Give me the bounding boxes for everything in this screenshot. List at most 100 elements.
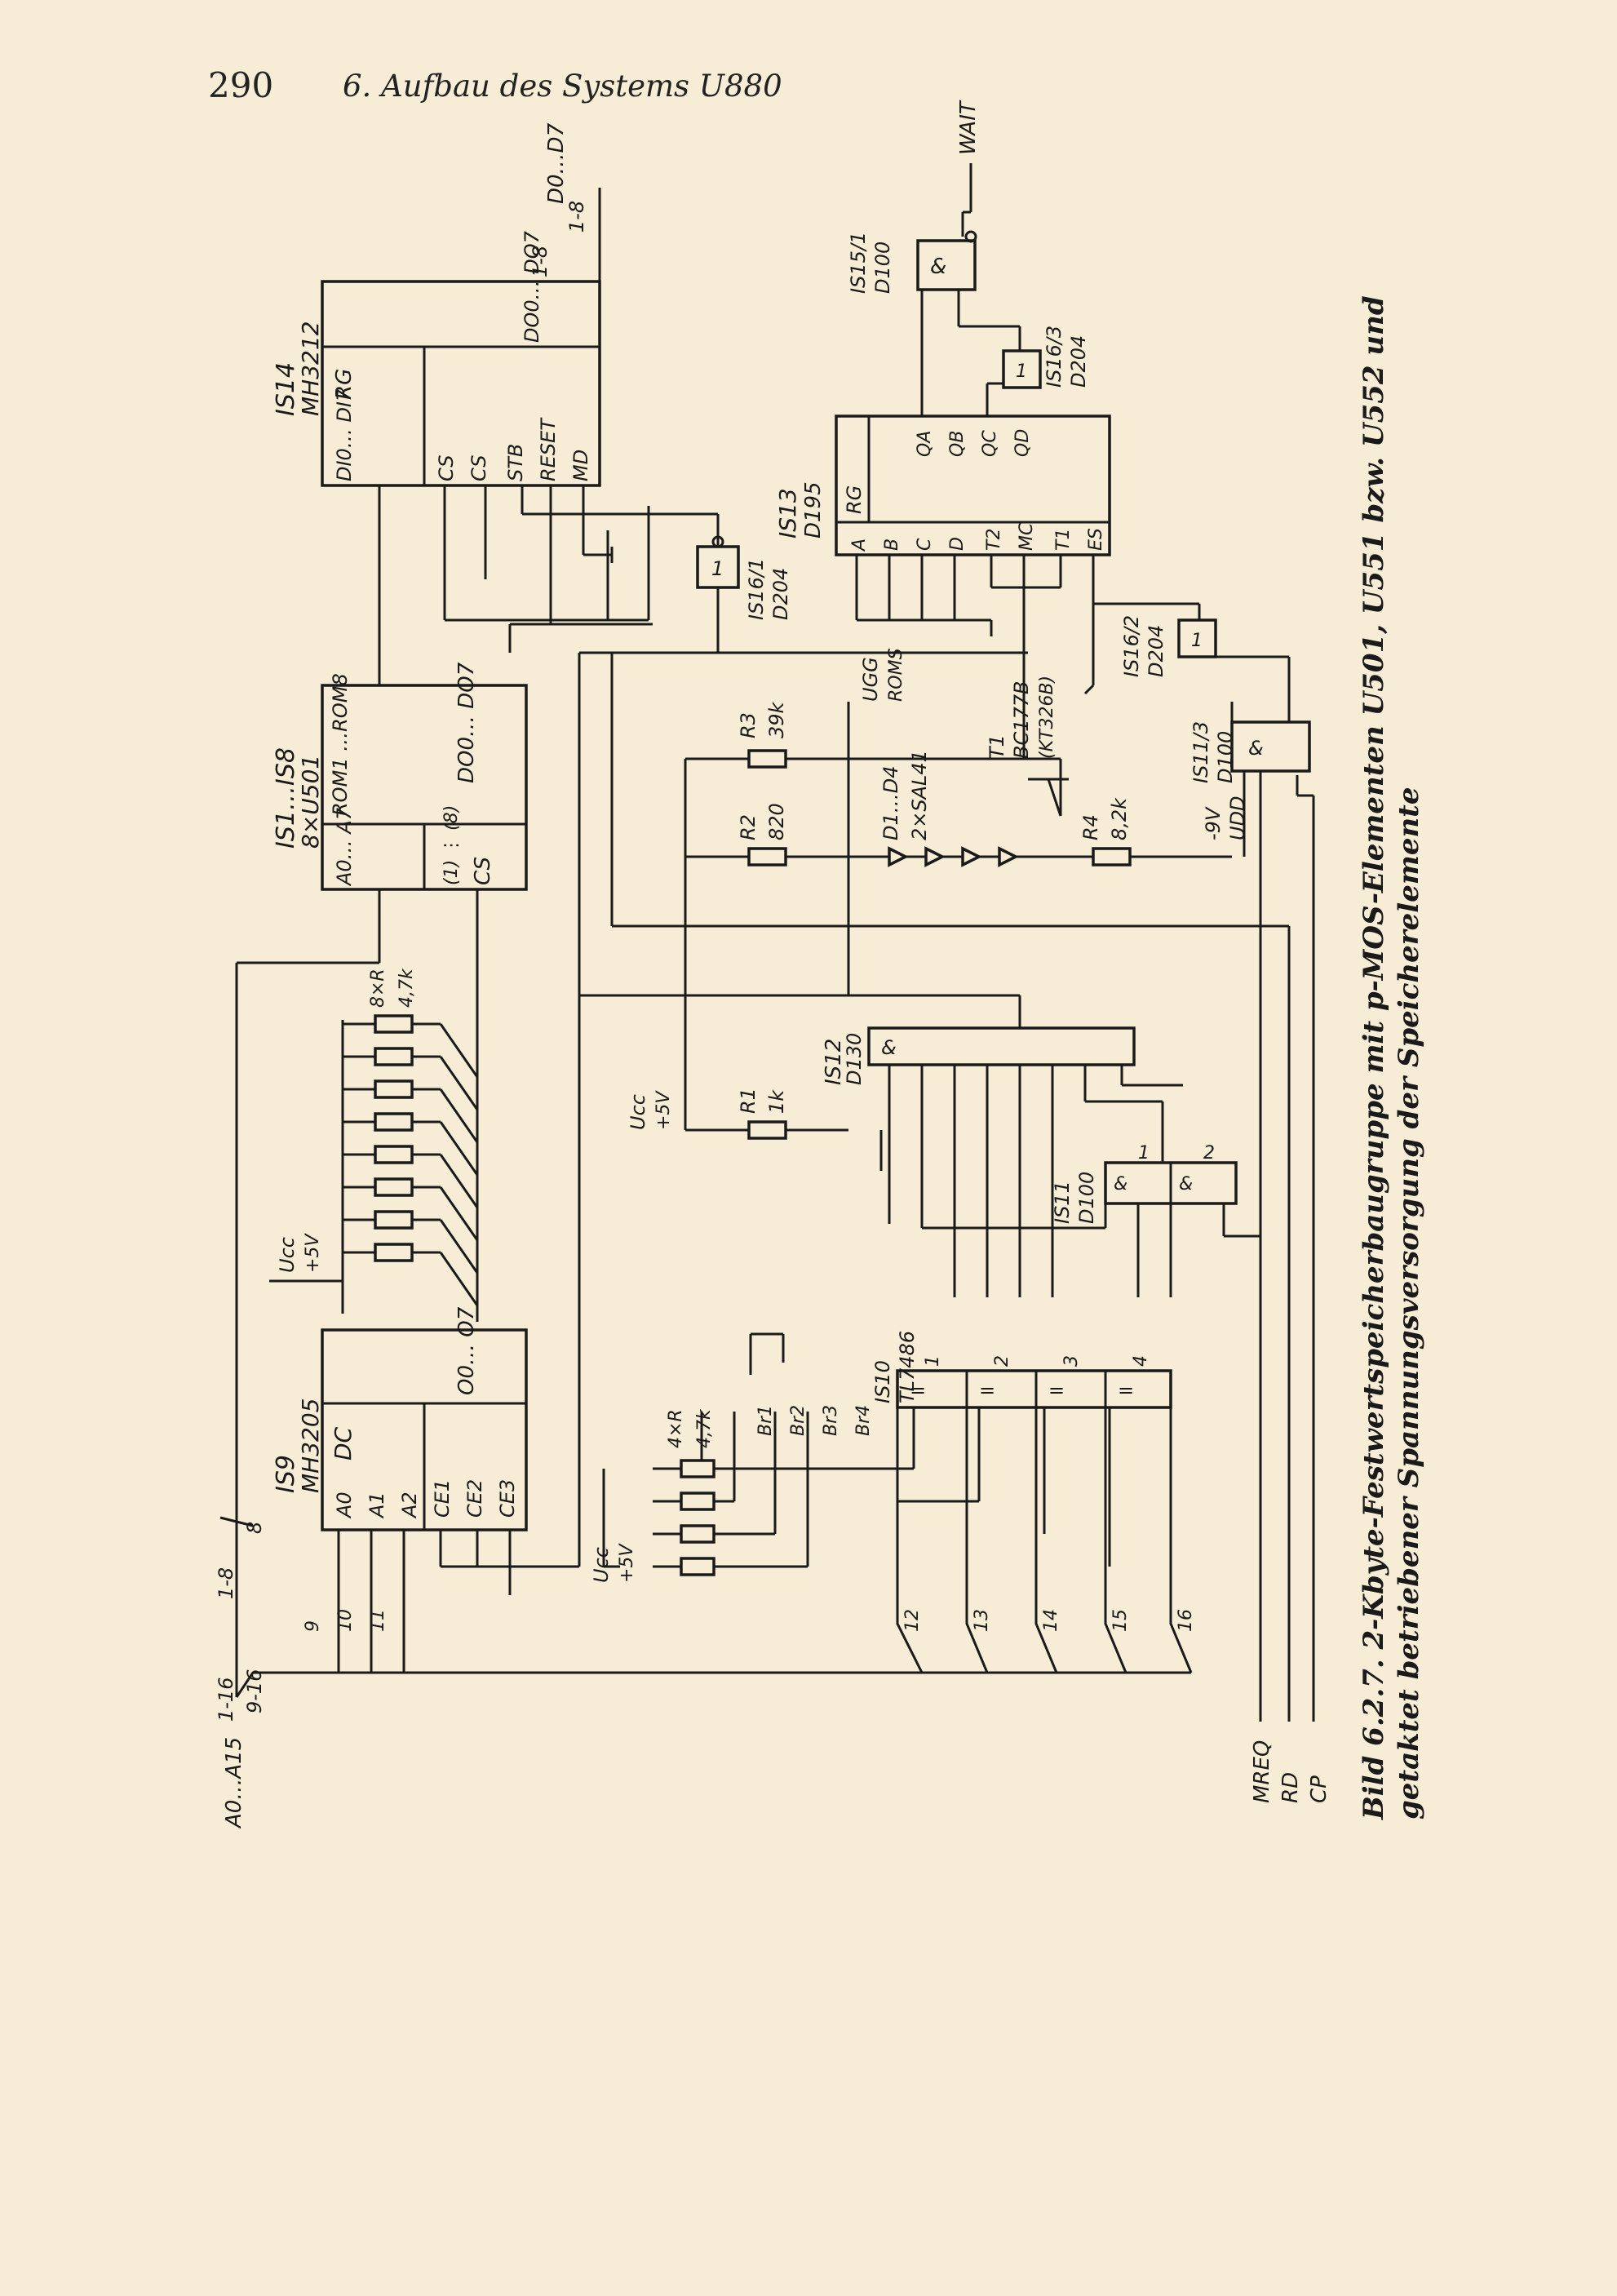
- bus-line-16: 16: [1176, 1609, 1196, 1632]
- bus-line-15: 15: [1110, 1609, 1131, 1632]
- ic16-1-ref: IS16/1: [745, 558, 768, 620]
- ic13-in-t2: T2: [984, 529, 1004, 551]
- ucc-label-1: Ucc: [276, 1237, 299, 1273]
- ic15-1-sym: &: [930, 255, 946, 279]
- ic11-3-sym: &: [1248, 737, 1264, 760]
- ic12-nand: & IS12 D130: [822, 1026, 1136, 1085]
- ic12-type: D130: [843, 1033, 866, 1085]
- ucc-value-3: +5V: [617, 1543, 637, 1583]
- r4-ref: R4: [1079, 814, 1102, 840]
- ic14-ref: IS14: [272, 362, 300, 416]
- r4-value: 8,2k: [1108, 797, 1131, 840]
- ic10-gate-4: 4: [1131, 1355, 1151, 1367]
- ic16-1-inverter: 1 IS16/1 D204: [696, 535, 792, 620]
- ic9-outputs: O0… O7: [454, 1306, 479, 1395]
- ic10-xor: = = = = 1 2 3 4 IS10 TL7486: [871, 1331, 1172, 1409]
- ic10-type: TL7486: [896, 1331, 919, 1403]
- r3-value: 39k: [765, 701, 788, 738]
- rom-ref: IS1…IS8: [272, 747, 300, 849]
- ic14-out: DO0… DO7: [521, 230, 543, 343]
- ic11-3-type: D100: [1214, 731, 1237, 783]
- ic11-nand-pair: & & 1 2 IS11 D100: [1051, 1143, 1238, 1224]
- ic11-3-ref: IS11/3: [1189, 721, 1212, 783]
- ic11-gate-2: 2: [1203, 1143, 1215, 1164]
- ic13-in-c: C: [915, 538, 935, 551]
- ic10-ref: IS10: [871, 1360, 894, 1403]
- ic16-2-inverter: 1 IS16/2 D204: [1120, 615, 1217, 677]
- bus-low-lines: 1-8: [215, 1567, 237, 1599]
- pullup-resistors: 8×R 4,7k: [368, 968, 417, 1262]
- ic9-ref: IS9: [272, 1455, 300, 1493]
- t1-alt: (KT326B): [1037, 676, 1057, 759]
- diodes-ref: D1…D4: [879, 766, 902, 841]
- ic13-out-qa: QA: [915, 431, 935, 457]
- ic13-shift-register: IS13 D195 RG A B C D T2 MC T1 ES QA QB Q…: [774, 414, 1111, 556]
- ic10-sym-1: =: [910, 1379, 926, 1402]
- ic14-bus-lines: 1-8: [565, 201, 588, 233]
- ic9-enable-ce2: CE2: [463, 1479, 486, 1518]
- diode-string: D1…D4 2×SAL41: [879, 750, 1019, 867]
- ic9-enable-ce1: CE1: [431, 1479, 454, 1518]
- ic11-type: D100: [1075, 1172, 1098, 1224]
- ic9-input-a2: A2: [398, 1492, 421, 1519]
- caption-line-2: getaktet betriebener Spannungsversorgung…: [1393, 787, 1425, 1820]
- ic10-sym-2: =: [979, 1379, 995, 1402]
- running-head: 6. Aufbau des Systems U880: [343, 69, 782, 104]
- ic11-gate-1: 1: [1138, 1143, 1150, 1164]
- bridge-resistors: 4×R 4,7k Br1 Br2 Br3 Br4: [653, 1405, 874, 1576]
- r3-ref: R3: [737, 712, 760, 738]
- rom-cs-range: (1) ⋮ (8): [441, 805, 462, 885]
- ic13-out-qd: QD: [1012, 429, 1033, 457]
- ic14-register: IS14 MH3212 RG DI0… DI7 CS CS STB RESET …: [272, 122, 601, 487]
- rom-cs: CS: [471, 857, 495, 885]
- ic10-gate-1: 1: [923, 1355, 943, 1367]
- t1-ref: T1: [986, 734, 1008, 759]
- bus-line-13: 13: [972, 1609, 992, 1632]
- ic9-enable-ce3: CE3: [496, 1479, 519, 1518]
- ic16-3-type: D204: [1067, 335, 1090, 388]
- ic14-out-lines: 1-8: [529, 246, 552, 277]
- ic14-pin-reset: RESET: [537, 417, 560, 481]
- signal-rd: RD: [1278, 1772, 1303, 1803]
- ugg-sub: ROMS: [886, 648, 906, 702]
- t1-type: BC177B: [1010, 681, 1033, 760]
- resistor-network: R3 39k R2 820 R1 1k R4 8,2k: [737, 701, 1132, 1140]
- ic9-type: MH3205: [297, 1398, 324, 1493]
- ic13-in-t1: T1: [1053, 529, 1074, 551]
- ic9-decoder: IS9 MH3205 DC A0 A1 A2 CE1 CE2 CE3 O0… O…: [272, 1306, 528, 1531]
- ic11-sym-1: &: [1114, 1174, 1127, 1195]
- ic16-3-ref: IS16/3: [1043, 326, 1065, 388]
- r1-value: 1k: [765, 1089, 788, 1114]
- rom-addr: A0… A7: [333, 807, 356, 887]
- ic11-ref: IS11: [1051, 1181, 1074, 1224]
- udd-label: UDD: [1226, 796, 1249, 840]
- ic10-sym-4: =: [1118, 1379, 1134, 1402]
- ic16-2-type: D204: [1145, 625, 1167, 677]
- ic9-input-a1: A1: [365, 1492, 388, 1519]
- ic15-1-type: D100: [871, 242, 894, 294]
- ic15-1-ref: IS15/1: [847, 232, 870, 294]
- bus-labels: A0…A15 1-16 1-8 8 9-16 9 10 11 12 13 14 …: [215, 1522, 1196, 1829]
- bus-high-lines: 9-16: [243, 1669, 266, 1713]
- ic14-in: DI0… DI7: [333, 388, 356, 481]
- bus-address: A0…A15: [222, 1737, 246, 1829]
- rom-array: IS1…IS8 8×U501 ROM1 …ROM8 A0… A7 CS (1) …: [272, 662, 528, 891]
- figure-caption: Bild 6.2.7. 2-Kbyte-Festwertspeicherbaug…: [1358, 295, 1425, 1820]
- ic13-in-mc: MC: [1017, 522, 1037, 551]
- ic13-in-es: ES: [1086, 528, 1106, 551]
- bus-low-count: 8: [243, 1522, 266, 1534]
- ic10-gate-2: 2: [992, 1355, 1012, 1367]
- bridge-br3: Br3: [821, 1405, 841, 1436]
- ic14-type: MH3212: [297, 321, 324, 416]
- bus-line-10: 10: [335, 1609, 356, 1632]
- ucc-value-1: +5V: [303, 1233, 323, 1273]
- ic14-pin-stb: STB: [504, 444, 527, 481]
- ic14-pin-cs-bar: CS: [467, 455, 490, 481]
- ic13-func: RG: [843, 485, 866, 514]
- ic10-sym-3: =: [1048, 1379, 1065, 1402]
- signal-mreq: MREQ: [1250, 1740, 1274, 1803]
- caption-line-1: Bild 6.2.7. 2-Kbyte-Festwertspeicherbaug…: [1358, 295, 1390, 1820]
- bridge-br1: Br1: [755, 1405, 776, 1436]
- pullups-value: 4,7k: [396, 968, 417, 1008]
